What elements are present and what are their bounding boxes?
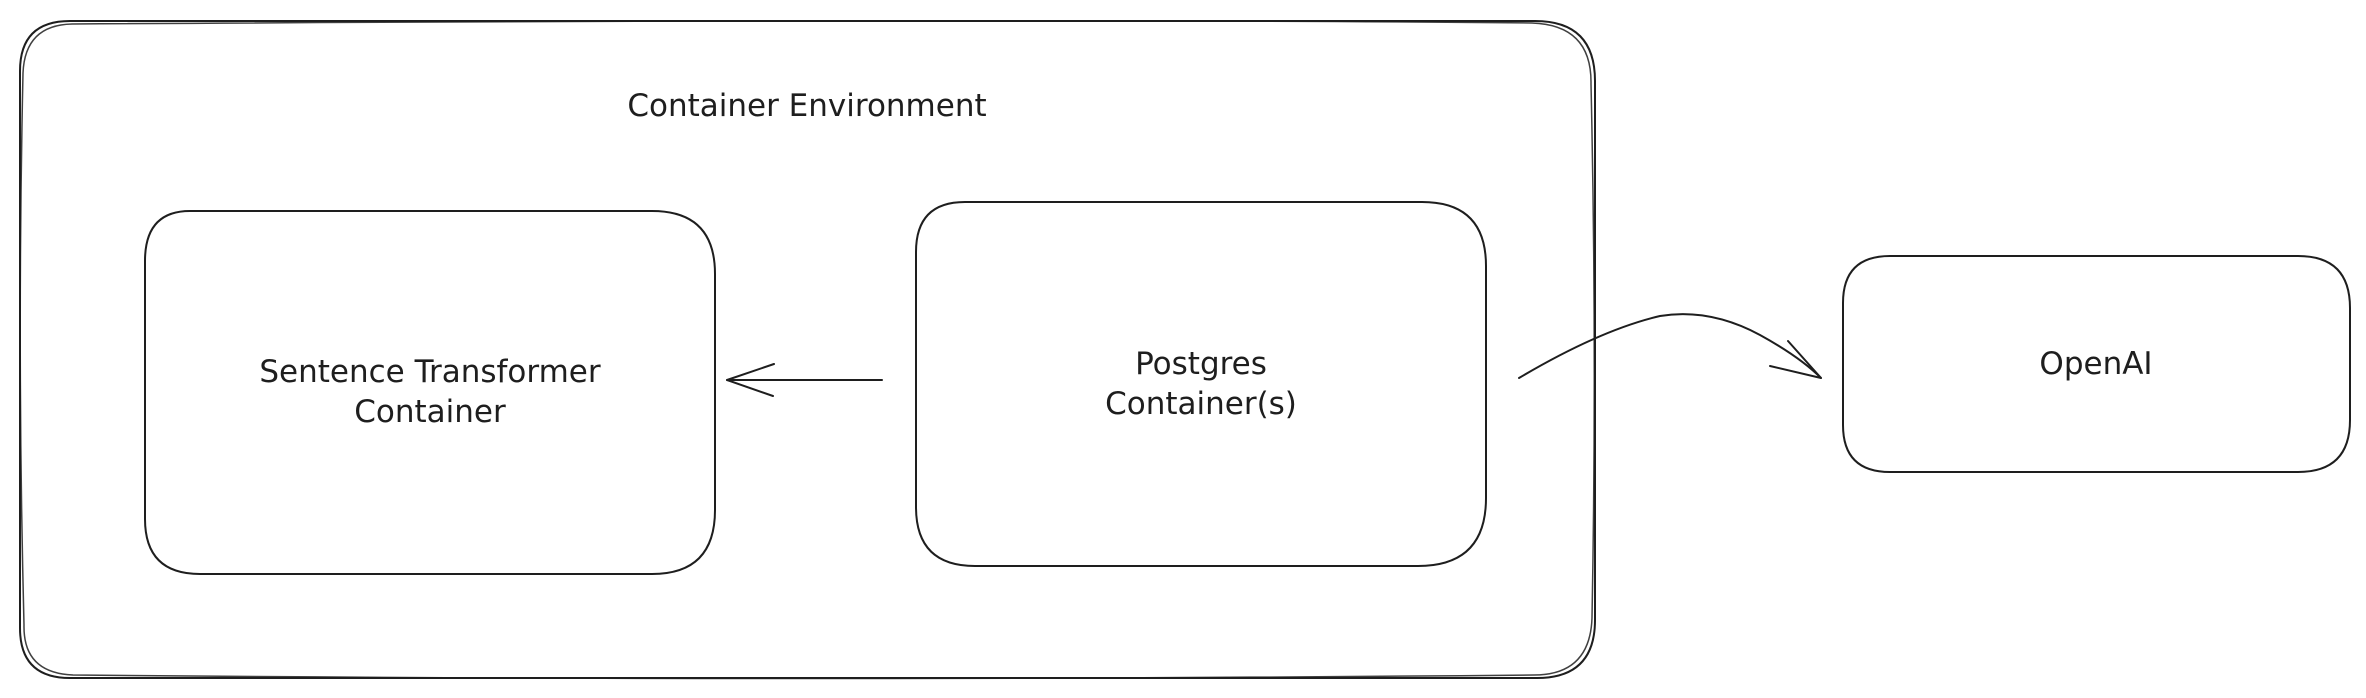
openai-label-text: OpenAI: [2039, 346, 2153, 382]
postgres-label: Postgres Container(s): [951, 344, 1451, 424]
container-environment-title-text: Container Environment: [627, 88, 987, 124]
postgres-label-line1: Postgres: [1135, 346, 1267, 382]
sentence-transformer-label-line1: Sentence Transformer: [259, 354, 601, 390]
postgres-box: [915, 201, 1487, 567]
postgres-label-line2: Container(s): [1105, 386, 1297, 422]
sentence-transformer-box: [144, 210, 716, 575]
openai-label: OpenAI: [1946, 344, 2246, 384]
openai-box: [1842, 255, 2351, 473]
sentence-transformer-label: Sentence Transformer Container: [180, 352, 680, 432]
arrow-postgres-to-sentence-transformer: [726, 363, 883, 397]
sentence-transformer-label-line2: Container: [354, 394, 506, 430]
arrow-postgres-to-openai: [1518, 313, 1822, 379]
container-environment-box: [19, 19, 1596, 680]
container-environment-title: Container Environment: [607, 86, 1007, 126]
